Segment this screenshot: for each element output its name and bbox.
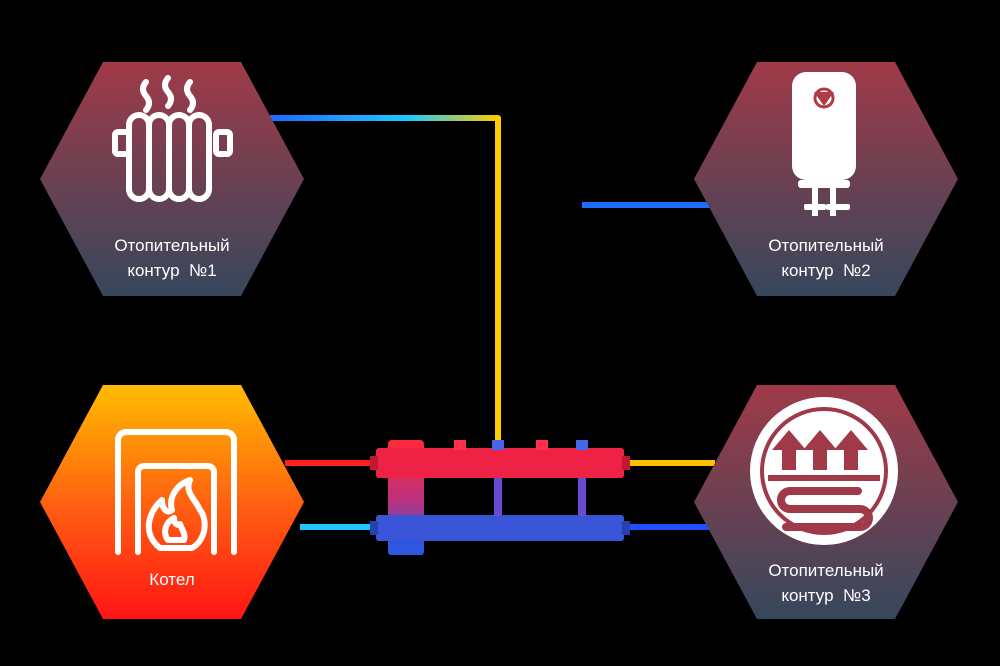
hydraulic-manifold — [370, 440, 630, 555]
manifold-cold-bar — [376, 515, 624, 541]
boiler-flame-icon — [115, 429, 237, 555]
water-heater-icon — [792, 72, 856, 216]
circuit2-label-line1: Отопительный — [768, 236, 883, 255]
circuit2-node: Отопительный контур №2 — [694, 62, 958, 296]
circuit2-label-line2: контур №2 — [781, 261, 870, 280]
circuit3-label-line2: контур №3 — [781, 586, 870, 605]
circuit3-label-line1: Отопительный — [768, 561, 883, 580]
pipe-circuit1-top — [270, 115, 501, 445]
circuit3-node: Отопительный контур №3 — [694, 385, 958, 619]
boiler-node: Котел — [40, 385, 304, 619]
circuit1-label-line1: Отопительный — [114, 236, 229, 255]
pipes — [270, 115, 730, 530]
circuit1-node: Отопительный контур №1 — [40, 62, 304, 296]
underfloor-heating-icon — [750, 397, 898, 545]
boiler-label: Котел — [149, 570, 194, 589]
radiator-icon — [112, 75, 233, 202]
circuit1-label-line2: контур №1 — [127, 261, 216, 280]
manifold-hot-bar — [376, 448, 624, 478]
